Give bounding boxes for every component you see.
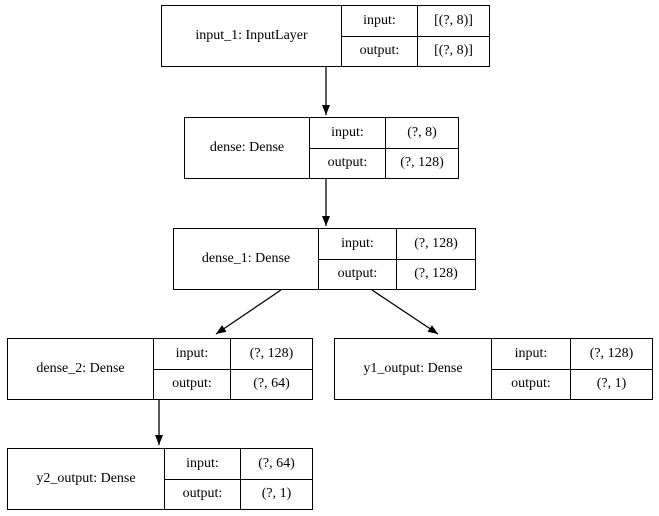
node-dense_1-input-row: input: (?, 128) — [319, 229, 475, 260]
input-shape: [(?, 8)] — [434, 12, 473, 28]
input-label: input: — [492, 339, 571, 369]
output-shape: (?, 1) — [261, 486, 292, 502]
output-label: output: — [310, 148, 386, 178]
node-dense: dense: Dense input: (?, 8) output: (?, 1… — [184, 117, 459, 179]
output-label: output: — [319, 259, 397, 289]
input-shape: (?, 128) — [414, 235, 458, 251]
node-y1_output-output-row: output: (?, 1) — [492, 369, 652, 399]
input-shape: (?, 128) — [249, 345, 294, 361]
node-y2_output-io-table: input: (?, 64) output: (?, 1) — [165, 449, 312, 509]
node-input_1-output-row: output: [(?, 8)] — [342, 36, 489, 66]
output-shape: [(?, 8)] — [434, 43, 473, 59]
output-shape: (?, 64) — [253, 376, 290, 392]
node-y1_output-title: y1_output: Dense — [335, 339, 492, 399]
node-y2_output-output-row: output: (?, 1) — [165, 479, 312, 509]
output-shape: (?, 1) — [596, 376, 627, 392]
node-dense_1-title: dense_1: Dense — [174, 229, 319, 289]
node-input_1-io-table: input: [(?, 8)] output: [(?, 8)] — [342, 6, 489, 66]
input-label: input: — [310, 118, 386, 148]
output-label: output: — [342, 36, 418, 66]
node-dense-output-row: output: (?, 128) — [310, 148, 458, 178]
input-shape: (?, 64) — [258, 455, 295, 471]
node-y2_output-title: y2_output: Dense — [8, 449, 165, 509]
node-dense_2-input-row: input: (?, 128) — [154, 339, 312, 370]
node-dense_1: dense_1: Dense input: (?, 128) output: (… — [173, 228, 476, 290]
node-y1_output-input-row: input: (?, 128) — [492, 339, 652, 370]
node-input_1-title: input_1: InputLayer — [162, 6, 342, 66]
output-label: output: — [492, 369, 571, 399]
input-label: input: — [165, 449, 241, 479]
input-label: input: — [342, 6, 418, 36]
node-y1_output-io-table: input: (?, 128) output: (?, 1) — [492, 339, 652, 399]
node-dense_2: dense_2: Dense input: (?, 128) output: (… — [7, 338, 313, 400]
node-dense_1-io-table: input: (?, 128) output: (?, 128) — [319, 229, 475, 289]
input-label: input: — [154, 339, 231, 369]
node-y2_output-input-row: input: (?, 64) — [165, 449, 312, 480]
node-dense-input-row: input: (?, 8) — [310, 118, 458, 149]
input-shape: (?, 8) — [407, 124, 437, 140]
input-label: input: — [319, 229, 397, 259]
output-label: output: — [154, 369, 231, 399]
edge-dense_1-y1_output — [371, 289, 439, 335]
node-input_1-input-row: input: [(?, 8)] — [342, 6, 489, 37]
input-shape: (?, 128) — [589, 345, 634, 361]
node-dense-title: dense: Dense — [185, 118, 310, 178]
node-dense_1-output-row: output: (?, 128) — [319, 259, 475, 289]
node-y1_output: y1_output: Dense input: (?, 128) output:… — [334, 338, 653, 400]
node-dense_2-title: dense_2: Dense — [8, 339, 154, 399]
output-label: output: — [165, 479, 241, 509]
output-shape: (?, 128) — [414, 266, 458, 282]
node-dense_2-output-row: output: (?, 64) — [154, 369, 312, 399]
output-shape: (?, 128) — [400, 155, 444, 171]
node-y2_output: y2_output: Dense input: (?, 64) output: … — [7, 448, 313, 510]
node-input_1: input_1: InputLayer input: [(?, 8)] outp… — [161, 5, 490, 67]
node-dense_2-io-table: input: (?, 128) output: (?, 64) — [154, 339, 312, 399]
node-dense-io-table: input: (?, 8) output: (?, 128) — [310, 118, 458, 178]
edge-dense_1-dense_2 — [215, 289, 282, 335]
